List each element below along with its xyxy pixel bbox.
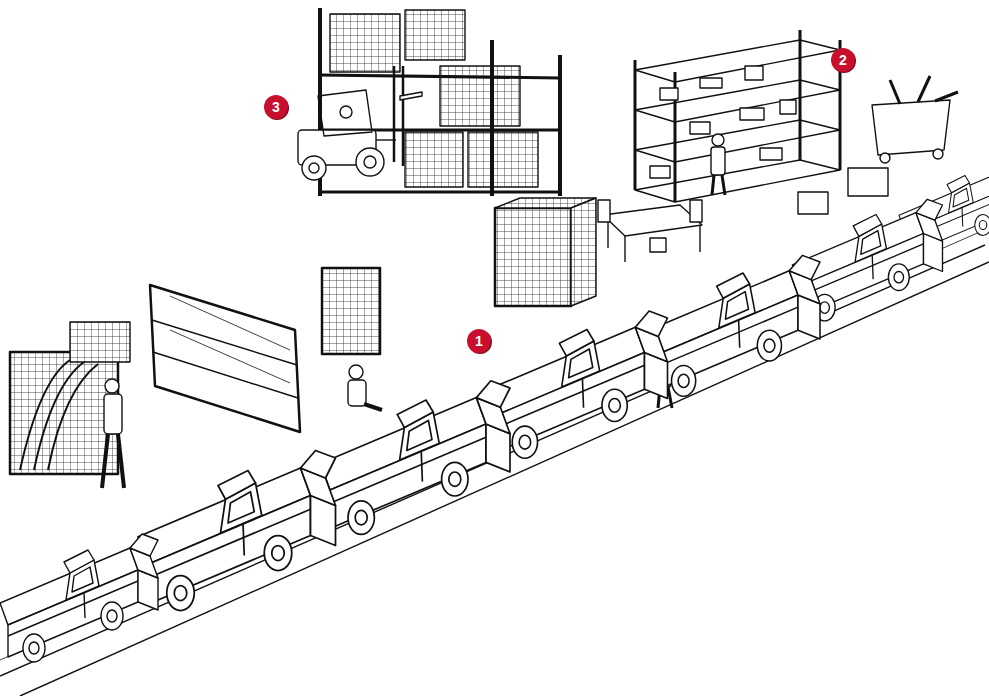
storage-rack-part [468,132,538,187]
truck-part [646,255,820,396]
parts-shelving-part [660,88,678,100]
parts-shelving-part [650,166,670,178]
tube-cage-part [20,360,98,470]
parts-shelving-part [799,30,802,160]
flow-rack-part [170,330,290,383]
truck-part [0,534,158,662]
storage-rack-part [330,14,400,72]
parts-shelving-part [740,108,764,120]
parts-shelving-part [700,78,722,88]
wire-cage-part [571,198,596,306]
forklift-part [393,66,396,162]
wire-cage-part [495,208,571,306]
work-table [598,200,702,262]
storage-rack-part [320,191,560,194]
forklift-part [356,148,384,176]
bin-cart-part [890,80,900,104]
bin-cart-part [918,76,930,102]
small-rack-part [70,322,130,362]
bin-cart-part [872,100,950,155]
parts-shelving-part [635,120,840,162]
bin-cart-part [848,168,888,196]
parts-shelving-part [745,66,763,80]
storage-rack [320,8,560,196]
bin-cart-part [880,153,890,163]
storage-rack-part [490,40,494,196]
worker-part [348,380,366,406]
flow-rack-part [150,285,300,432]
worker-part [349,365,363,379]
forklift-part [402,66,405,166]
conveyor-rail-part [0,245,985,676]
worker-part [105,379,119,393]
bin-cart-part [935,92,958,101]
forklift-part [340,106,352,118]
worker [102,379,124,488]
storage-rack-part [405,10,465,60]
forklift-part [309,163,319,173]
parts-basket-part [322,268,380,354]
parts-shelving-part [634,60,637,190]
work-table-part [690,200,702,222]
truck-part [486,311,668,458]
truck [0,164,989,663]
forklift-part [400,92,422,100]
worker-part [102,434,108,488]
parts-basket [322,268,380,354]
flow-rack-part [170,296,290,350]
flow-rack-part [153,352,298,398]
worker-part [104,394,122,434]
worker-part [118,434,124,488]
forklift-part [318,90,372,136]
work-table-part [624,236,625,262]
worker [711,134,725,195]
forklift-part [364,156,376,168]
forklift-part [302,156,326,180]
work-table-part [598,200,610,222]
worker [348,365,382,410]
tube-cage-part [10,352,118,474]
work-table-part [699,226,700,252]
conveyor-rail-part [20,262,989,696]
worker-part [722,175,725,195]
flow-rack [150,285,300,432]
bin-cart-part [798,192,828,214]
work-table-part [650,238,666,252]
storage-rack-part [405,132,463,187]
worker-part [364,404,382,410]
parts-shelving [635,30,840,202]
parts-shelving-part [635,40,840,82]
callout-number: 1 [467,329,491,353]
tube-cage [10,352,118,474]
truck-part [320,381,510,535]
small-rack [70,322,130,362]
parts-shelving-part [760,148,782,160]
truck-part [138,451,336,611]
bin-cart [798,76,958,214]
callout-number: 3 [264,95,288,119]
storage-rack-part [440,66,520,126]
worker-part [712,175,714,195]
wire-cage [495,198,596,306]
worker-part [712,134,724,146]
worker-part [711,147,725,175]
worker-part [668,387,672,408]
bin-cart-part [933,149,943,159]
callout-number: 2 [831,48,855,72]
forklift [298,66,422,180]
parts-shelving-part [635,80,840,122]
parts-shelving-part [690,122,710,134]
work-table-part [603,205,702,236]
forklift-part [376,139,396,140]
storage-rack-part [320,75,560,78]
parts-shelving-part [780,100,796,114]
storage-rack-part [558,55,562,196]
